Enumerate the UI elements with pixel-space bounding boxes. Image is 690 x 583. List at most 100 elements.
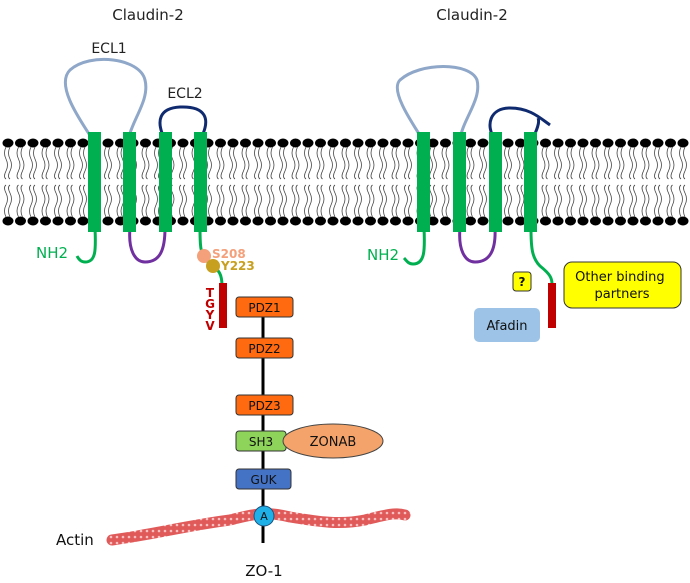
lipid-head [615, 216, 626, 226]
cterm-tail-right [529, 227, 554, 285]
lipid-tail [579, 146, 583, 180]
ecl1-loop-left [63, 57, 148, 141]
lipid-head [302, 138, 314, 148]
pdz-binding-motif-left [219, 283, 227, 328]
lipid-tail [29, 184, 33, 218]
lipid-tail [320, 146, 325, 180]
lipid-tail [654, 184, 658, 218]
lipid-tail [45, 146, 50, 180]
y223-label: Y223 [220, 259, 255, 273]
lipid-head [465, 138, 476, 148]
lipid-tail [629, 146, 633, 180]
lipid-tail [254, 184, 258, 218]
lipid-head [102, 216, 114, 226]
lipid-head [365, 138, 376, 148]
lipid-tail [258, 184, 262, 218]
lipid-tail [620, 146, 625, 180]
lipid-head [590, 138, 601, 148]
lipid-tail [595, 146, 600, 180]
lipid-tail [220, 146, 225, 180]
lipid-tail [304, 146, 308, 180]
lipid-head [502, 216, 514, 226]
lipid-head [77, 216, 89, 226]
lipid-head [227, 138, 239, 148]
lipid-tail [666, 184, 671, 218]
lipid-head [2, 216, 14, 226]
lipid-head [340, 216, 351, 226]
zo1-domain-label: GUK [251, 473, 278, 487]
lipid-head [477, 138, 489, 148]
motif-letter-y: Y [205, 308, 215, 322]
lipid-tail [145, 184, 150, 218]
zo1-domain-pdz1: PDZ1 [235, 296, 294, 318]
lipid-tail [104, 146, 108, 180]
lipid-head [565, 138, 576, 148]
other-binding-partners-label: Other binding partners [575, 270, 669, 302]
lipid-tail [670, 184, 675, 218]
lipid-tail [479, 184, 483, 218]
lipid-tail [104, 184, 108, 218]
lipid-tail [279, 184, 283, 218]
lipid-head [540, 138, 551, 148]
lipid-head [277, 138, 289, 148]
lipid-head [15, 138, 26, 148]
actin-label: Actin [56, 531, 94, 549]
lipid-tail [33, 184, 37, 218]
lipid-tail [541, 184, 546, 218]
lipid-head [265, 216, 276, 226]
lipid-tail [254, 146, 258, 180]
lipid-head [677, 138, 689, 148]
s208-label: S208 [212, 247, 246, 261]
lipid-tail [583, 184, 587, 218]
lipid-tail [633, 146, 637, 180]
lipid-tail [583, 146, 587, 180]
lipid-head [327, 138, 339, 148]
zo1-domain-label: SH3 [249, 435, 273, 449]
zo1-label: ZO-1 [245, 562, 282, 580]
lipid-tail [558, 184, 562, 218]
icl-loop-left [128, 227, 167, 264]
lipid-tail [545, 184, 550, 218]
lipid-tail [608, 184, 612, 218]
lipid-tail [408, 184, 412, 218]
lipid-tail [441, 146, 446, 180]
lipid-tail [33, 146, 37, 180]
motif-letter-v: V [205, 319, 215, 333]
lipid-head [552, 216, 564, 226]
lipid-tail [641, 146, 646, 180]
lipid-tail [554, 184, 558, 218]
lipid-tail [358, 184, 362, 218]
zo1-domain-label: PDZ1 [248, 301, 280, 315]
lipid-tail [379, 184, 383, 218]
lipid-head [140, 216, 151, 226]
lipid-bilayer [2, 138, 689, 226]
lipid-head [240, 216, 251, 226]
lipid-tail [470, 146, 475, 180]
lipid-tail [383, 146, 387, 180]
lipid-tail [579, 184, 583, 218]
lipid-head [65, 216, 76, 226]
lipid-head [390, 138, 401, 148]
lipid-tail [554, 146, 558, 180]
lipid-tail [20, 146, 25, 180]
lipid-tail [658, 146, 662, 180]
lipid-head [577, 216, 589, 226]
lipid-tail [183, 146, 187, 180]
lipid-tail [154, 146, 158, 180]
lipid-tail [570, 146, 575, 180]
lipid-tail [445, 184, 450, 218]
lipid-head [652, 138, 664, 148]
lipid-tail [4, 146, 8, 180]
lipid-tail [604, 184, 608, 218]
lipid-tail [666, 146, 671, 180]
lipid-tail [54, 184, 58, 218]
lipid-tail [295, 146, 300, 180]
lipid-tail [83, 146, 87, 180]
lipid-tail [329, 184, 333, 218]
lipid-head [540, 216, 551, 226]
tm-helix-left-3 [159, 132, 172, 232]
lipid-tail [83, 184, 87, 218]
ecl2-loop-left [158, 105, 208, 141]
lipid-tail [233, 184, 237, 218]
